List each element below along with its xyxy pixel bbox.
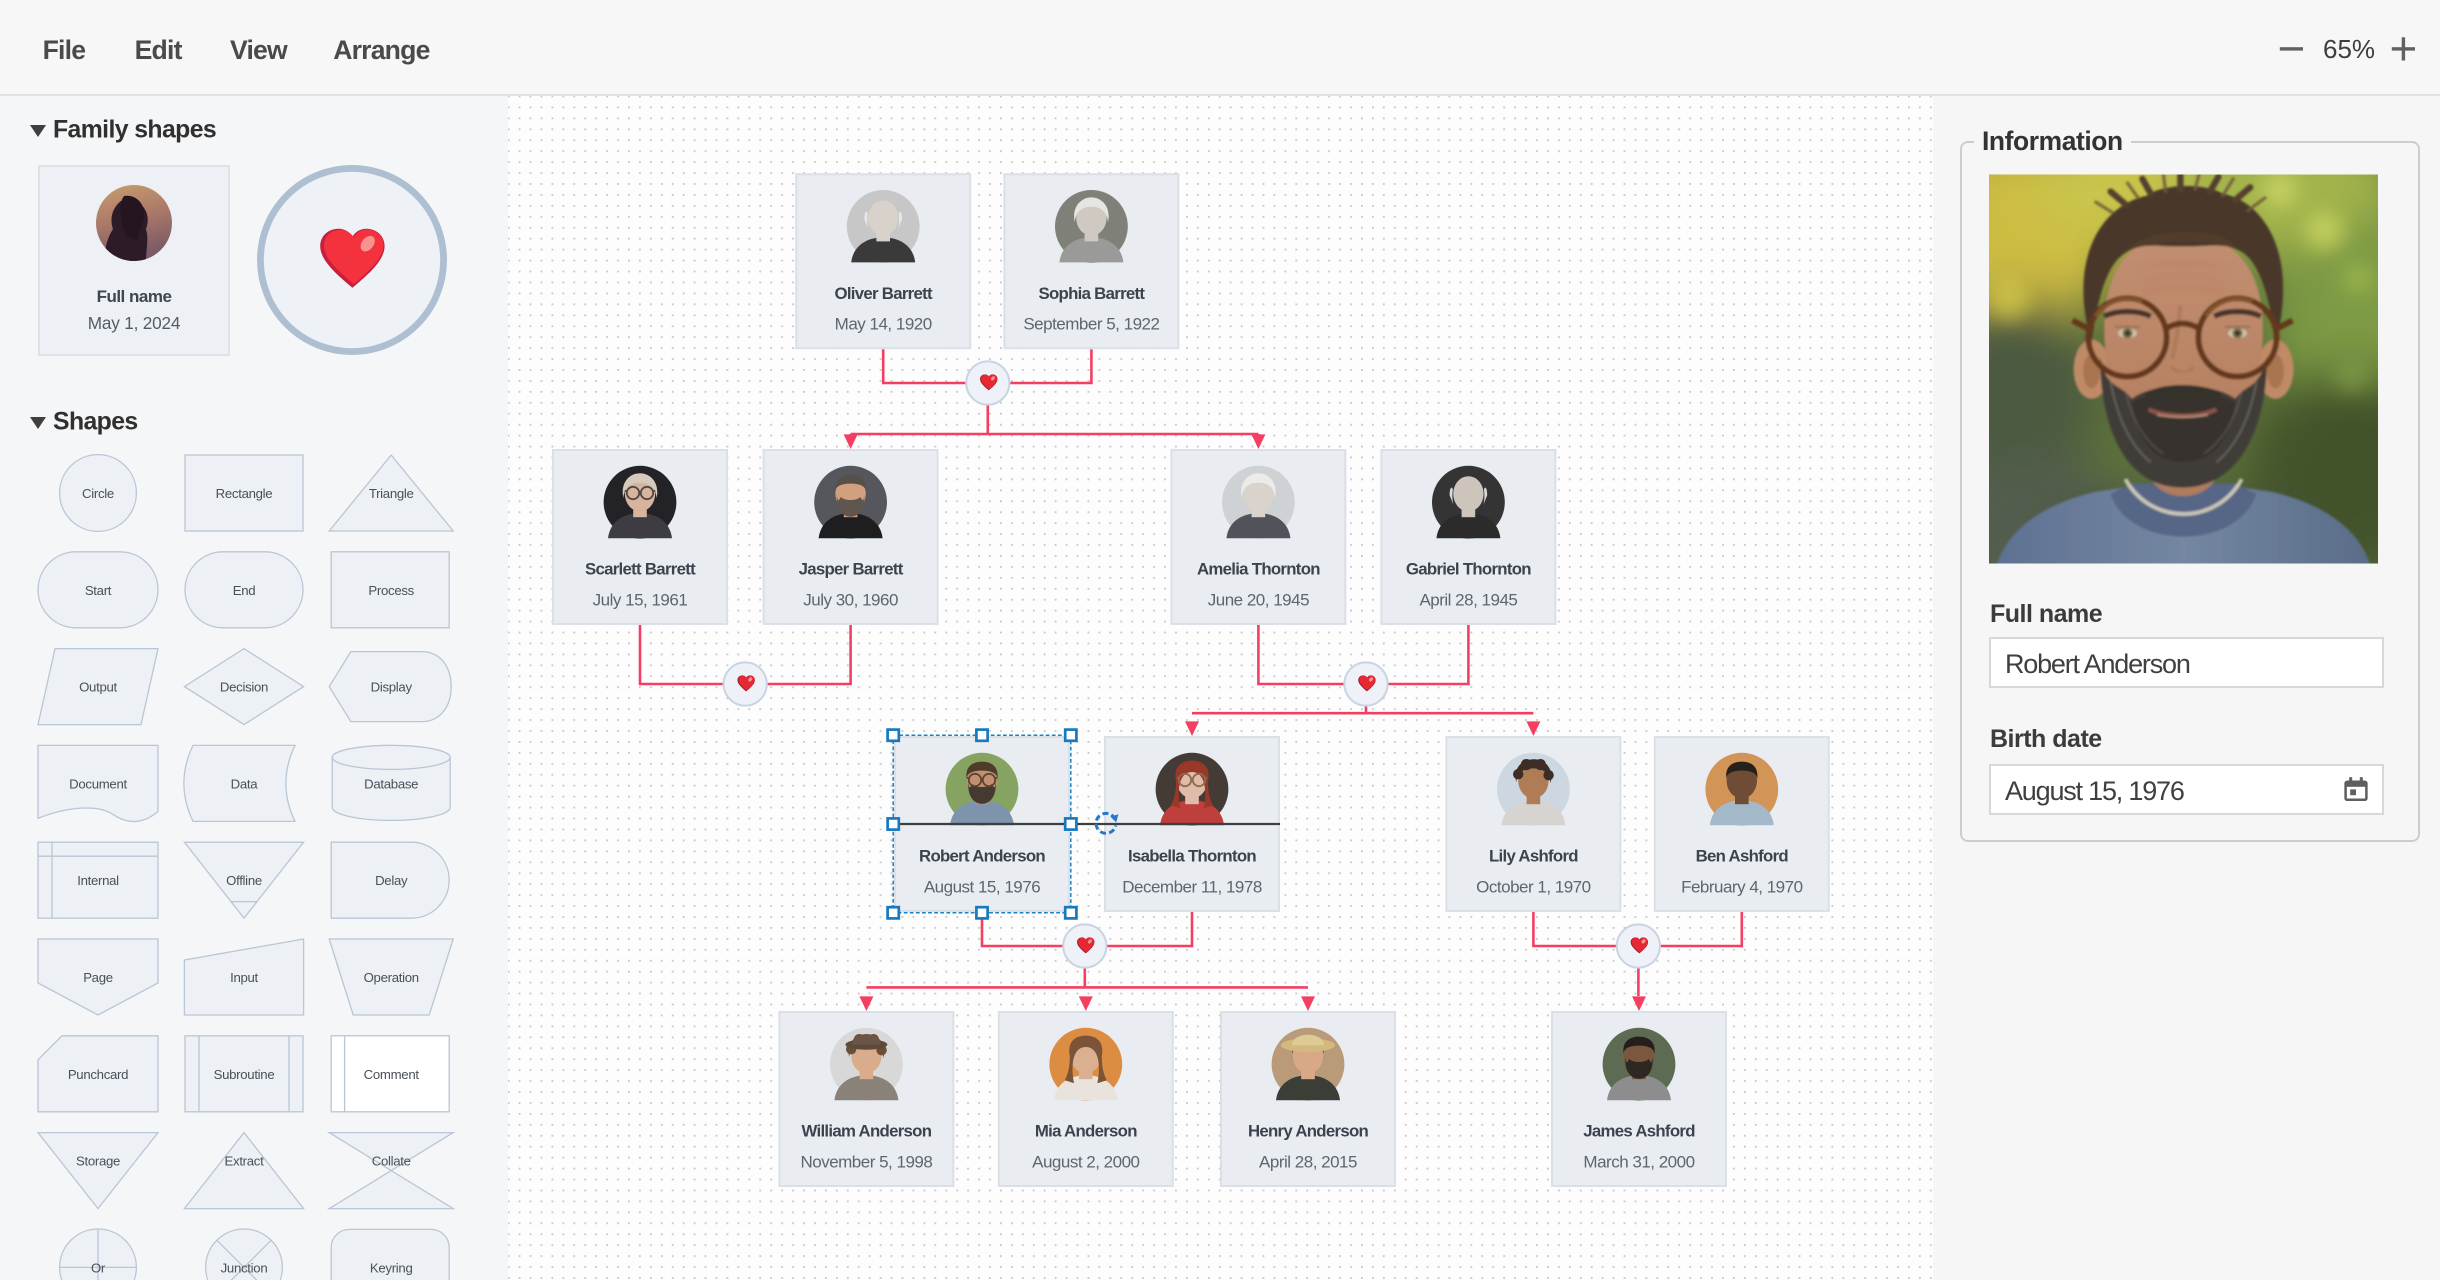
svg-text:Isabella Thornton: Isabella Thornton [1128,847,1256,866]
svg-text:February 4, 1970: February 4, 1970 [1681,877,1803,896]
svg-text:Decision: Decision [220,680,268,695]
svg-text:Full name: Full name [97,287,172,306]
svg-text:Process: Process [368,583,414,598]
svg-text:Start: Start [85,583,112,598]
svg-text:April 28, 2015: April 28, 2015 [1259,1152,1357,1171]
svg-text:July 15, 1961: July 15, 1961 [593,590,688,609]
svg-text:Database: Database [364,776,418,791]
svg-text:June 20, 1945: June 20, 1945 [1208,590,1309,609]
svg-text:Internal: Internal [77,873,119,888]
svg-text:Comment: Comment [364,1067,420,1082]
svg-text:Input: Input [230,970,258,985]
svg-text:October 1, 1970: October 1, 1970 [1476,877,1590,896]
svg-text:Subroutine: Subroutine [214,1067,275,1082]
svg-text:Or: Or [91,1260,106,1275]
svg-text:Page: Page [83,970,113,985]
svg-text:Family shapes: Family shapes [53,117,216,144]
svg-text:May 14, 1920: May 14, 1920 [835,315,932,334]
svg-text:Henry Anderson: Henry Anderson [1248,1122,1369,1141]
svg-text:Circle: Circle [82,486,114,501]
svg-text:Gabriel Thornton: Gabriel Thornton [1406,560,1531,579]
svg-text:Data: Data [231,776,259,791]
svg-text:Amelia Thornton: Amelia Thornton [1197,560,1320,579]
svg-text:Document: Document [69,776,127,791]
svg-text:Punchcard: Punchcard [68,1067,128,1082]
svg-text:Lily Ashford: Lily Ashford [1489,847,1578,866]
svg-text:Mia Anderson: Mia Anderson [1035,1122,1137,1141]
svg-text:Storage: Storage [76,1154,120,1169]
svg-text:Ben Ashford: Ben Ashford [1696,847,1789,866]
svg-text:End: End [233,583,256,598]
svg-text:Collate: Collate [372,1154,411,1169]
svg-text:Robert Anderson: Robert Anderson [919,847,1045,866]
svg-text:Rectangle: Rectangle [216,486,273,501]
svg-text:Triangle: Triangle [369,486,414,501]
svg-text:September 5, 1922: September 5, 1922 [1023,315,1159,334]
svg-text:James Ashford: James Ashford [1583,1122,1695,1141]
svg-text:August 15, 1976: August 15, 1976 [924,877,1040,896]
svg-text:April 28, 1945: April 28, 1945 [1419,590,1517,609]
svg-text:August 2, 2000: August 2, 2000 [1032,1152,1139,1171]
svg-text:November 5, 1998: November 5, 1998 [800,1152,932,1171]
svg-text:Offline: Offline [226,873,262,888]
svg-text:Keyring: Keyring [370,1260,413,1275]
svg-text:Delay: Delay [375,873,408,888]
svg-text:Sophia Barrett: Sophia Barrett [1038,284,1145,303]
svg-text:Oliver Barrett: Oliver Barrett [834,284,933,303]
svg-text:July 30, 1960: July 30, 1960 [803,590,898,609]
svg-text:Output: Output [79,680,117,695]
svg-text:December 11, 1978: December 11, 1978 [1122,877,1262,896]
svg-text:March 31, 2000: March 31, 2000 [1583,1152,1694,1171]
svg-text:Jasper Barrett: Jasper Barrett [799,560,904,579]
svg-text:Junction: Junction [221,1260,268,1275]
svg-text:William Anderson: William Anderson [802,1122,932,1141]
svg-text:Operation: Operation [364,970,419,985]
svg-text:May 1, 2024: May 1, 2024 [88,313,181,333]
svg-text:Scarlett Barrett: Scarlett Barrett [585,560,696,579]
svg-text:Display: Display [371,680,413,695]
svg-text:Extract: Extract [225,1154,265,1169]
svg-text:Shapes: Shapes [53,409,138,436]
